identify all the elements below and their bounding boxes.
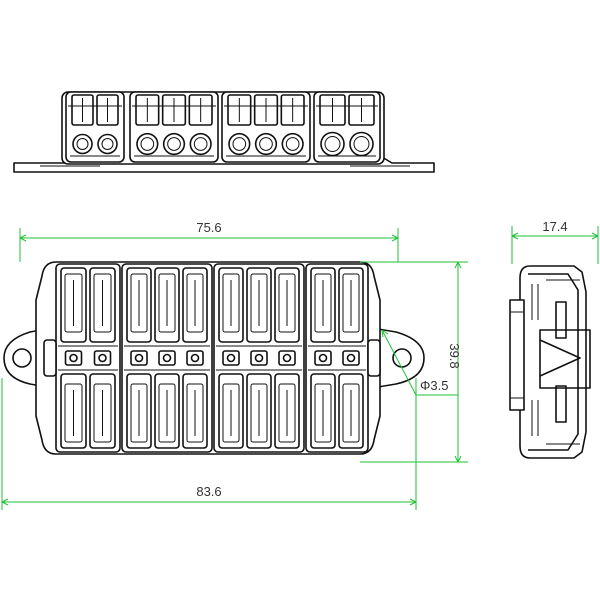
lever-upper [218, 267, 244, 343]
side-body [519, 265, 587, 459]
dim-hole-diameter: Φ3.5 [420, 378, 448, 393]
lever-side [96, 94, 119, 126]
module-side-1 [65, 91, 125, 163]
lever-lower [246, 373, 272, 449]
test-port [130, 350, 148, 366]
wire-entry [254, 132, 278, 156]
lever-side [319, 94, 346, 126]
lever-upper [246, 267, 272, 343]
test-port [250, 350, 268, 366]
dim-height: 39.8 [447, 343, 462, 368]
lever-side [227, 94, 252, 126]
lever-side [280, 94, 305, 126]
lever-lower [310, 373, 336, 449]
side-view [509, 265, 591, 459]
test-port [222, 350, 240, 366]
lever-grid [43, 263, 381, 453]
dim-length-overall: 83.6 [196, 484, 221, 499]
lever-row [65, 91, 381, 163]
end-tab-right [367, 339, 381, 377]
lever-side [253, 94, 279, 126]
dim-length-top: 75.6 [196, 220, 221, 235]
lever-upper [274, 267, 300, 343]
test-port [93, 350, 112, 366]
wire-entry [162, 132, 186, 156]
end-tab-left [43, 339, 57, 377]
lever-side [188, 94, 213, 126]
module-side-2 [129, 91, 219, 163]
lever-upper [154, 267, 180, 343]
wire-entry [72, 133, 93, 155]
side-lever-bottom [555, 385, 567, 423]
lever-lower [89, 373, 116, 449]
lever-lower [60, 373, 87, 449]
wire-entry [97, 133, 118, 155]
side-base [509, 299, 525, 411]
lever-side [135, 94, 160, 126]
lever-side [348, 94, 375, 126]
lever-upper [60, 267, 87, 343]
lever-lower [154, 373, 180, 449]
mounting-ear-right [371, 327, 425, 389]
wire-entry [136, 132, 159, 156]
plan-view [3, 261, 425, 455]
lever-lower [218, 373, 244, 449]
test-port [278, 350, 296, 366]
wire-entry [189, 132, 212, 156]
test-port [158, 350, 176, 366]
test-port [186, 350, 204, 366]
lever-lower [274, 373, 300, 449]
test-port [64, 350, 83, 366]
dim-depth: 17.4 [542, 219, 567, 234]
test-port [314, 350, 332, 366]
lever-upper [89, 267, 116, 343]
elevation-view [13, 91, 435, 173]
module-side-3 [221, 91, 311, 163]
module-plan-4 [305, 263, 369, 453]
test-port [342, 350, 360, 366]
module-side-4 [313, 91, 381, 163]
module-plan-2 [121, 263, 213, 453]
lever-upper [310, 267, 336, 343]
mounting-hole-right [392, 348, 412, 368]
lever-lower [338, 373, 364, 449]
mounting-hole-left [12, 348, 32, 368]
lever-side [71, 94, 94, 126]
dimension-lines [1, 226, 599, 510]
lever-upper [182, 267, 208, 343]
lever-upper [338, 267, 364, 343]
wire-entry [281, 132, 304, 156]
module-plan-1 [55, 263, 121, 453]
lever-lower [126, 373, 152, 449]
lever-side [161, 94, 187, 126]
lever-upper [126, 267, 152, 343]
wire-entry [228, 132, 251, 156]
lever-lower [182, 373, 208, 449]
side-lever-top [555, 301, 567, 339]
module-plan-3 [213, 263, 305, 453]
